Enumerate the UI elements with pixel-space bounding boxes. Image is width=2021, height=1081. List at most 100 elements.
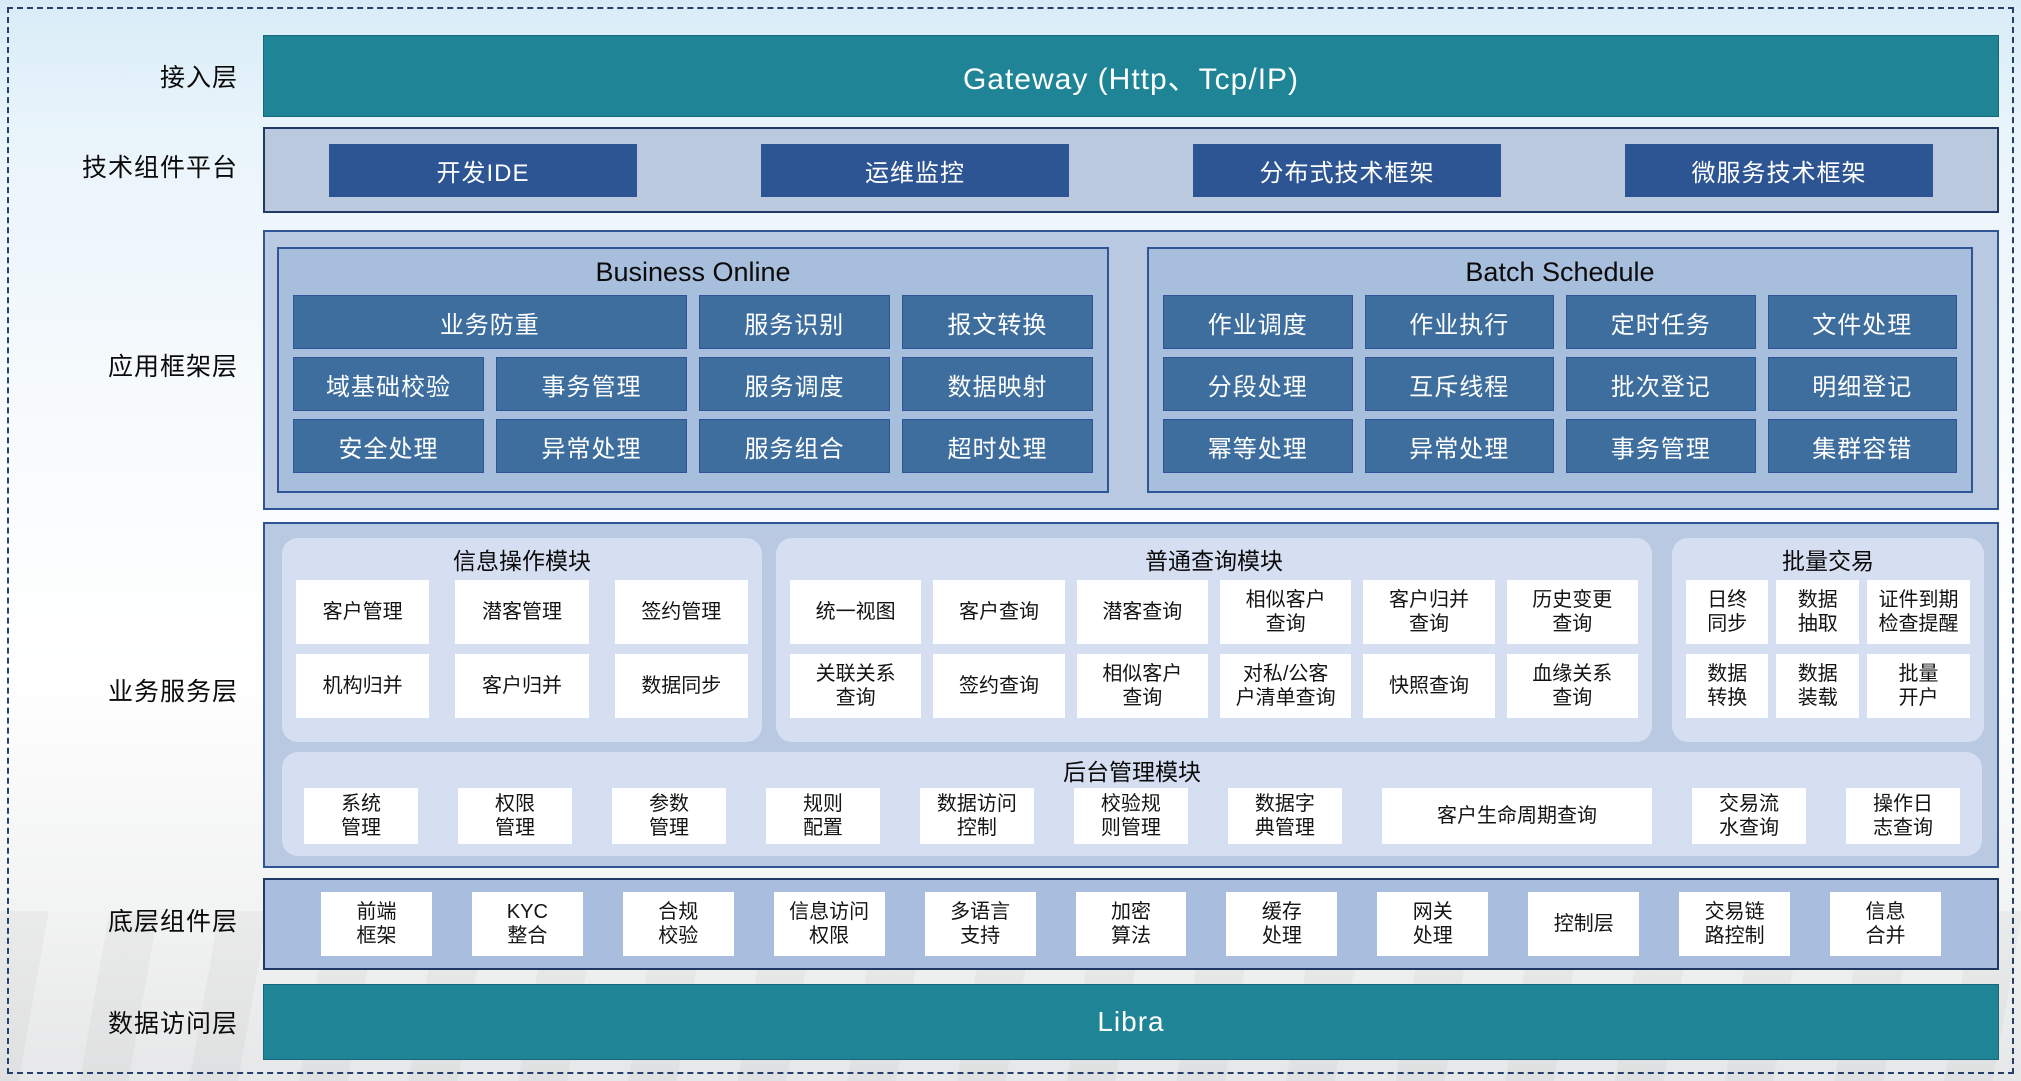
framework-box: 数据映射 [902,357,1093,411]
framework-box: 事务管理 [496,357,687,411]
framework-box: 互斥线程 [1364,357,1554,411]
service-cell: 客户查询 [933,580,1065,644]
framework-box: 幂等处理 [1163,419,1353,473]
cell-row: 关联关系 查询签约查询相似客户 查询对私/公客 户清单查询快照查询血缘关系 查询 [790,654,1638,718]
component-cell: 加密 算法 [1075,892,1187,956]
component-cell: 缓存 处理 [1226,892,1338,956]
service-cell: 血缘关系 查询 [1506,654,1638,718]
component-cell: 交易链 路控制 [1679,892,1791,956]
component-cell: 信息访问 权限 [773,892,885,956]
business-service-band: 信息操作模块 客户管理潜客管理签约管理 机构归并客户归并数据同步 普通查询模块 … [263,522,1999,868]
service-cell: 权限 管理 [457,788,572,844]
service-cell: 数据 转换 [1686,654,1769,718]
layer-label-tech: 技术组件平台 [81,154,238,182]
tech-platform-row: 开发IDE 运维监控 分布式技术框架 微服务技术框架 [263,127,1999,213]
service-cell: 签约管理 [614,580,748,644]
service-cell: 数据访问 控制 [919,788,1034,844]
tech-component-box: 微服务技术框架 [1625,143,1933,197]
framework-box: 事务管理 [1566,419,1756,473]
component-cell: KYC 整合 [471,892,583,956]
cell-row: 日终 同步数据 抽取证件到期 检查提醒 [1686,580,1971,644]
service-cell: 潜客管理 [455,580,589,644]
module-title: 信息操作模块 [453,548,591,574]
component-cell: 合规 校验 [622,892,734,956]
module-title: 普通查询模块 [1145,548,1283,574]
service-cell: 相似客户 查询 [1076,654,1208,718]
layer-label-data: 数据访问层 [107,1010,238,1038]
service-cell: 规则 配置 [765,788,880,844]
service-cell: 系统 管理 [304,788,418,844]
cell-row: 数据 转换数据 装载批量 开户 [1686,654,1971,718]
module-title: 后台管理模块 [1063,759,1201,785]
framework-box: 安全处理 [293,419,484,473]
framework-box: 明细登记 [1767,357,1957,411]
service-cell: 签约查询 [933,654,1065,718]
admin-module: 后台管理模块 系统 管理权限 管理参数 管理规则 配置数据访问 控制校验规 则管… [282,752,1982,856]
info-operation-module: 信息操作模块 客户管理潜客管理签约管理 机构归并客户归并数据同步 [282,538,762,742]
service-cell: 批量 开户 [1866,654,1971,718]
tech-component-box: 分布式技术框架 [1193,143,1501,197]
framework-box: 批次登记 [1566,357,1756,411]
service-cell: 数据 装载 [1776,654,1859,718]
component-cell: 信息 合并 [1830,892,1941,956]
tech-component-box: 开发IDE [329,143,637,197]
service-cell: 快照查询 [1363,654,1495,718]
service-cell: 客户归并 查询 [1363,580,1495,644]
framework-box: 作业调度 [1163,295,1353,349]
service-cell: 机构归并 [296,654,430,718]
framework-box: 服务组合 [699,419,890,473]
framework-box: 作业执行 [1364,295,1554,349]
layer-label-framework: 应用框架层 [107,353,238,381]
service-cell: 关联关系 查询 [790,654,922,718]
component-cell: 多语言 支持 [924,892,1036,956]
cell-row: 系统 管理权限 管理参数 管理规则 配置数据访问 控制校验规 则管理数据字 典管… [296,788,1968,844]
service-cell: 日终 同步 [1686,580,1769,644]
framework-box: 异常处理 [496,419,687,473]
component-cell: 网关 处理 [1377,892,1489,956]
framework-row: 作业调度作业执行定时任务文件处理 [1163,295,1957,349]
framework-box: 服务识别 [698,295,890,349]
framework-row: 分段处理互斥线程批次登记明细登记 [1163,357,1957,411]
service-cell: 证件到期 检查提醒 [1866,580,1971,644]
batch-transaction-module: 批量交易 日终 同步数据 抽取证件到期 检查提醒 数据 转换数据 装载批量 开户 [1672,538,1984,742]
framework-row: 幂等处理异常处理事务管理集群容错 [1163,419,1957,473]
framework-box: 文件处理 [1767,295,1957,349]
cell-row: 统一视图客户查询潜客查询相似客户 查询客户归并 查询历史变更 查询 [790,580,1638,644]
framework-box: 域基础校验 [293,357,484,411]
layer-label-service: 业务服务层 [107,678,238,706]
service-cell: 参数 管理 [611,788,726,844]
app-framework-band: Business Online 业务防重 服务识别报文转换 域基础校验事务管理服… [263,230,1999,510]
service-cell: 统一视图 [790,580,922,644]
service-cell: 操作日 志查询 [1846,788,1960,844]
service-cell: 校验规 则管理 [1073,788,1188,844]
panel-title: Business Online [595,256,791,287]
framework-box: 超时处理 [902,419,1093,473]
framework-box: 分段处理 [1163,357,1353,411]
framework-box: 服务调度 [699,357,890,411]
service-cell: 客户生命周期查询 [1381,788,1653,844]
framework-box: 异常处理 [1364,419,1554,473]
service-cell: 客户归并 [455,654,589,718]
framework-row: 域基础校验事务管理服务调度数据映射 [293,357,1093,411]
libra-bar: Libra [263,984,1999,1060]
panel-title: Batch Schedule [1465,256,1655,287]
query-module: 普通查询模块 统一视图客户查询潜客查询相似客户 查询客户归并 查询历史变更 查询… [776,538,1652,742]
framework-box: 业务防重 [293,295,687,349]
module-title: 批量交易 [1782,548,1874,574]
service-cell: 客户管理 [296,580,430,644]
service-cell: 数据 抽取 [1776,580,1859,644]
service-cell: 相似客户 查询 [1219,580,1352,644]
service-cell: 数据同步 [614,654,748,718]
tech-component-box: 运维监控 [761,143,1069,197]
service-cell: 潜客查询 [1076,580,1208,644]
business-online-panel: Business Online 业务防重 服务识别报文转换 域基础校验事务管理服… [277,247,1109,493]
layer-label-access: 接入层 [159,64,238,92]
framework-box: 报文转换 [901,295,1093,349]
gateway-bar: Gateway (Http、Tcp/IP) [263,35,1999,117]
layer-label-component: 底层组件层 [107,908,238,936]
service-cell: 历史变更 查询 [1506,580,1638,644]
service-cell: 数据字 典管理 [1227,788,1342,844]
service-cell: 交易流 水查询 [1692,788,1807,844]
